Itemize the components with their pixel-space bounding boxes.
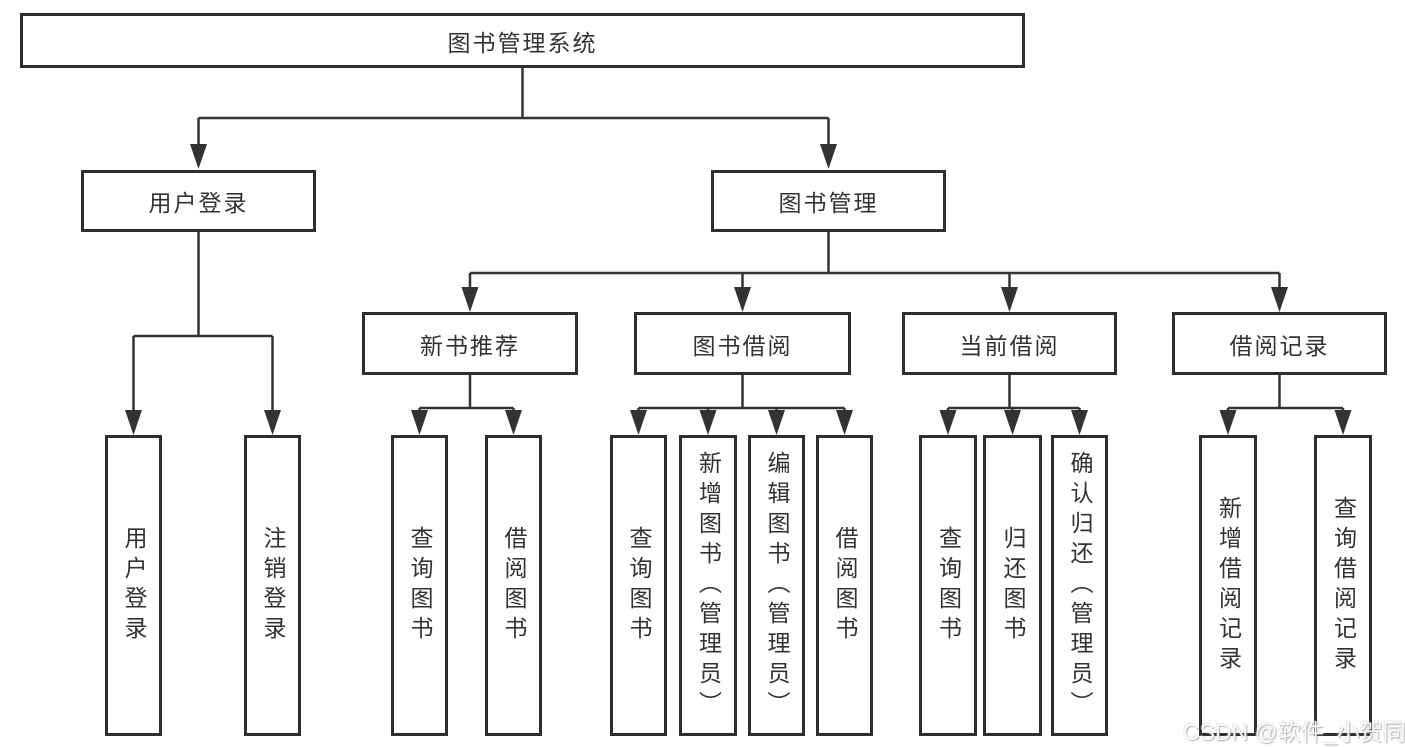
arrow-icon — [734, 287, 751, 312]
arrow-icon — [1004, 410, 1021, 435]
connector-borrow-to-leaves — [637, 375, 846, 418]
leaf-label: 编辑图书（管理员） — [764, 450, 790, 721]
leaf-borrow-edit-book-admin: 编辑图书（管理员） — [748, 435, 805, 736]
leaf-label: 查询图书 — [407, 525, 433, 646]
leaf-rec-query-book: 查询图书 — [391, 435, 448, 736]
arrow-icon — [1271, 287, 1288, 312]
node-label: 图书管理系统 — [447, 29, 598, 56]
connector-bookmgmt-to-level3 — [468, 232, 1281, 293]
leaf-label: 用户登录 — [121, 525, 147, 646]
leaf-user-login: 用户登录 — [105, 435, 162, 736]
leaf-label: 归还图书 — [1000, 525, 1026, 646]
node-label: 图书借阅 — [692, 332, 793, 359]
node-book-management: 图书管理 — [711, 170, 946, 232]
arrow-icon — [411, 410, 428, 435]
connector-record-to-leaves — [1226, 375, 1345, 418]
node-current-borrowing: 当前借阅 — [902, 312, 1117, 375]
arrow-icon — [699, 410, 717, 435]
node-label: 借阅记录 — [1229, 332, 1330, 359]
leaf-label: 借阅图书 — [832, 525, 858, 646]
leaf-label: 确认归还（管理员） — [1067, 450, 1093, 721]
leaf-record-add-record: 新增借阅记录 — [1199, 435, 1257, 736]
node-user-login: 用户登录 — [81, 170, 316, 232]
arrow-icon — [820, 144, 837, 169]
leaf-label: 查询图书 — [626, 525, 652, 646]
arrow-icon — [1334, 410, 1352, 435]
arrow-icon — [190, 144, 207, 169]
leaf-current-query-book: 查询图书 — [919, 435, 977, 736]
arrow-icon — [836, 410, 853, 435]
leaf-borrow-add-book-admin: 新增图书（管理员） — [679, 435, 737, 736]
leaf-label: 借阅图书 — [501, 525, 527, 646]
node-label: 图书管理 — [778, 190, 879, 216]
leaf-borrow-query-book: 查询图书 — [610, 435, 667, 736]
arrowheads — [125, 144, 1352, 435]
arrow-icon — [1001, 287, 1018, 312]
node-label: 新书推荐 — [420, 332, 520, 359]
leaf-record-query-record: 查询借阅记录 — [1314, 435, 1372, 736]
leaf-label: 新增借阅记录 — [1215, 495, 1242, 676]
leaf-logout: 注销登录 — [244, 435, 301, 736]
arrow-icon — [1071, 410, 1088, 435]
arrow-icon — [461, 287, 479, 312]
arrow-icon — [264, 410, 281, 435]
node-new-book-recommendation: 新书推荐 — [362, 312, 578, 375]
leaf-current-confirm-return-admin: 确认归还（管理员） — [1051, 435, 1108, 736]
connector-newrec-to-leaves — [418, 375, 515, 418]
leaf-label: 查询图书 — [935, 525, 962, 646]
arrow-icon — [939, 410, 957, 435]
leaf-rec-borrow-book: 借阅图书 — [485, 435, 542, 736]
leaf-borrow-borrow-book: 借阅图书 — [816, 435, 873, 736]
node-book-borrowing: 图书借阅 — [634, 312, 851, 375]
connector-root-to-level2 — [197, 68, 830, 150]
node-label: 用户登录 — [148, 190, 249, 216]
arrow-icon — [630, 410, 647, 435]
node-borrowing-records: 借阅记录 — [1172, 312, 1387, 375]
arrow-icon — [1219, 410, 1237, 435]
arrow-icon — [505, 410, 522, 435]
node-label: 当前借阅 — [959, 332, 1060, 359]
leaf-label: 查询借阅记录 — [1330, 495, 1357, 676]
leaf-label: 新增图书（管理员） — [695, 450, 722, 721]
arrow-icon — [125, 410, 142, 435]
connector-userlogin-to-leaves — [132, 232, 274, 416]
arrow-icon — [768, 410, 785, 435]
node-library-management-system: 图书管理系统 — [20, 13, 1025, 68]
leaf-current-return-book: 归还图书 — [983, 435, 1042, 736]
leaf-label: 注销登录 — [260, 525, 286, 646]
